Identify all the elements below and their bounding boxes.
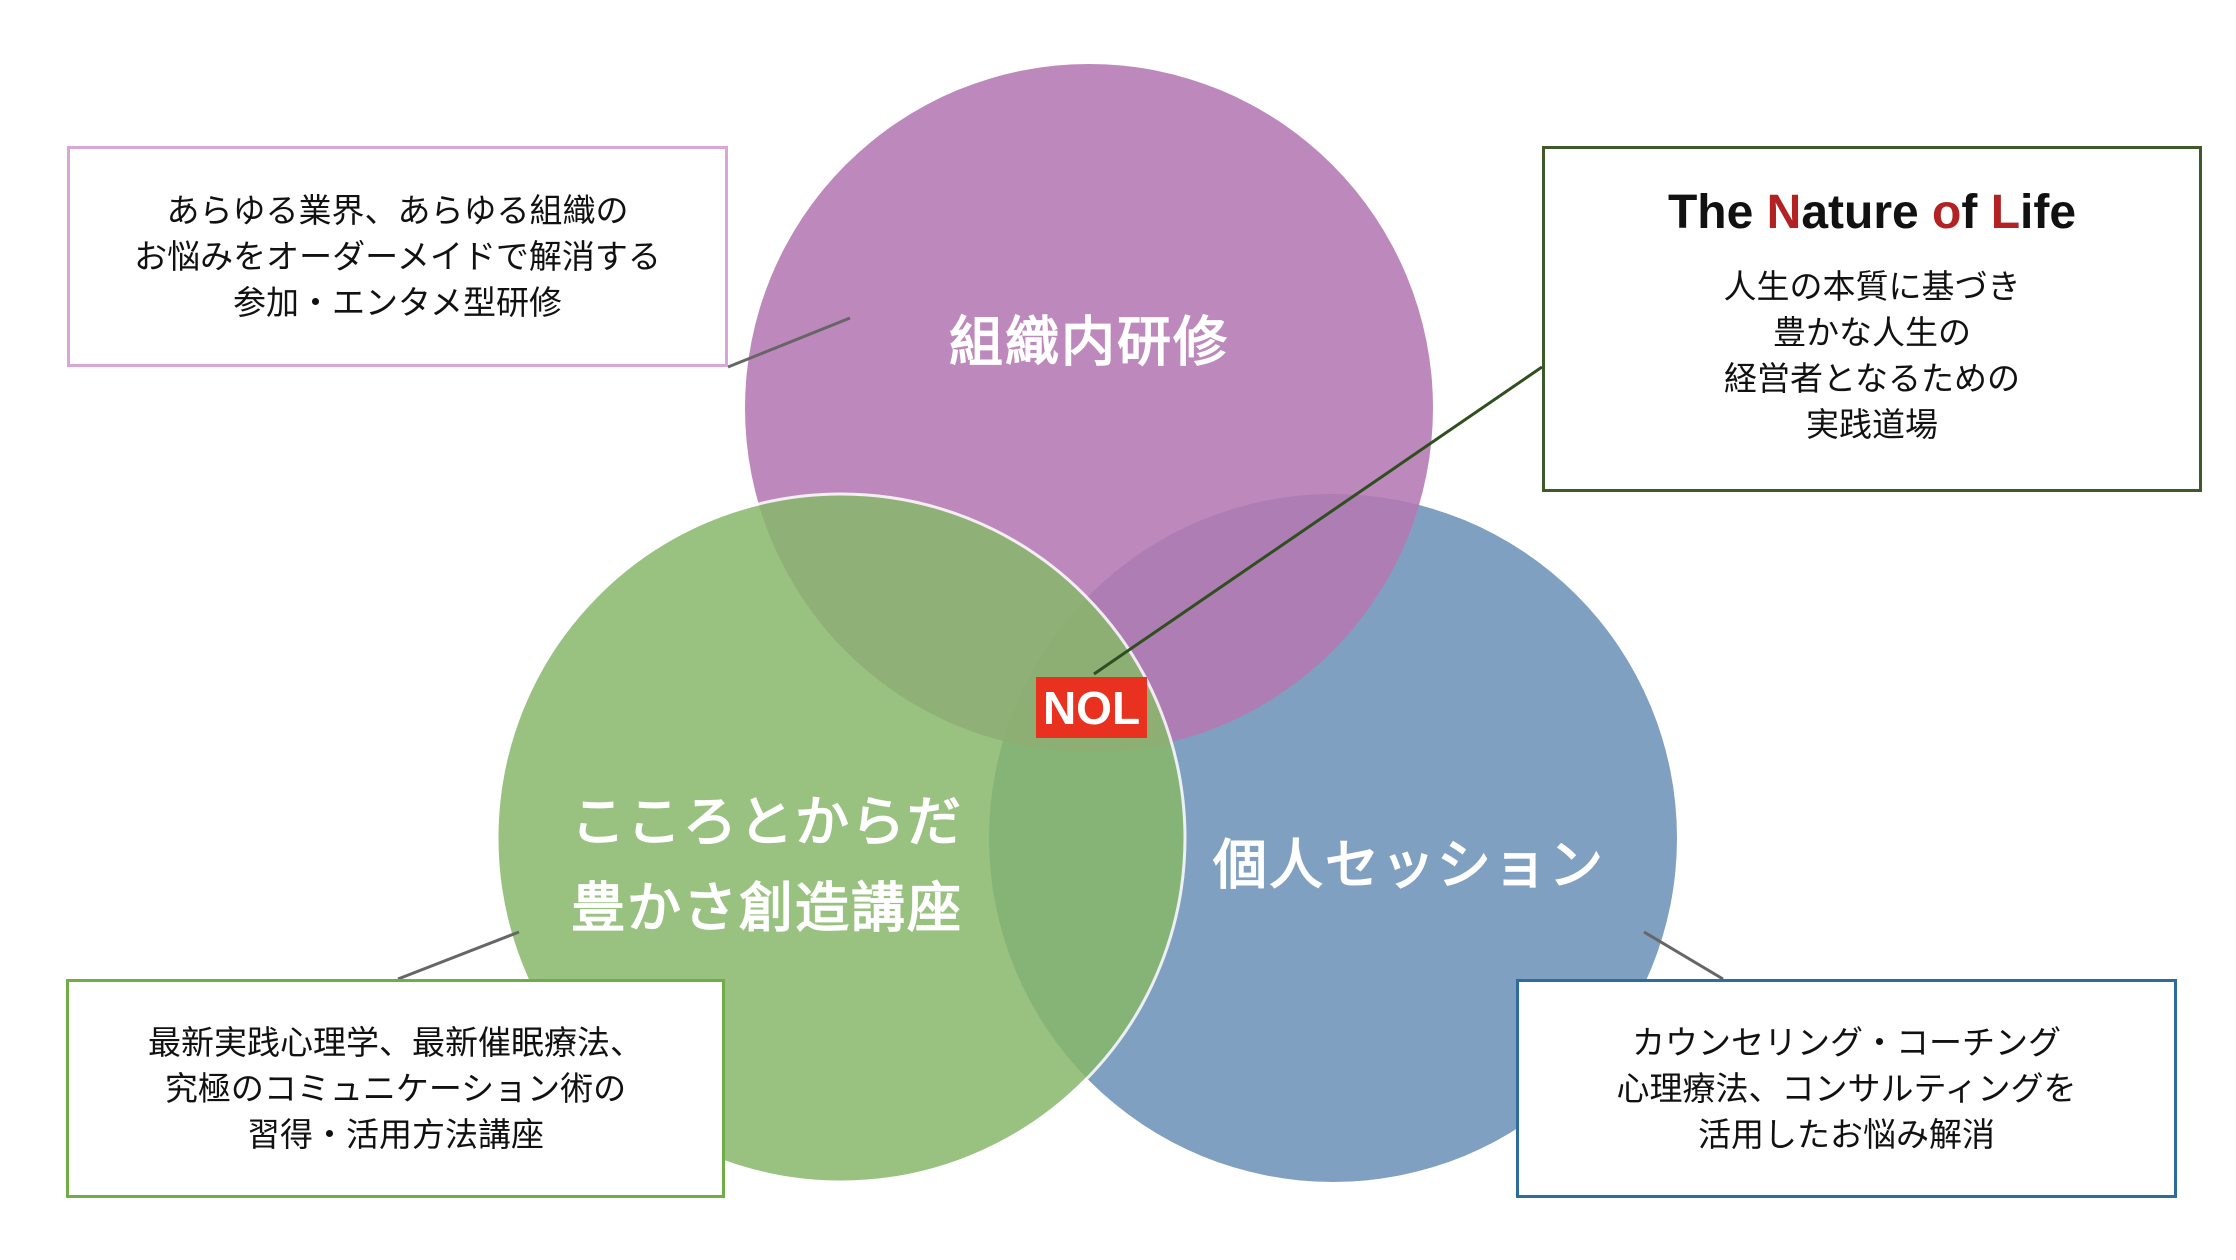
label-mind-body-line2: 豊かさ創造講座 [571,876,963,940]
description-line: カウンセリング・コーチング [1632,1022,2061,1062]
description-line: 経営者となるための [1723,359,2020,398]
label-individual-session: 個人セッション [1213,833,1605,897]
description-line: 実践道場 [1806,405,1938,444]
description-line: 活用したお悩み解消 [1698,1114,1995,1154]
description-line: 習得・活用方法講座 [247,1114,544,1154]
connector-nol [1093,365,1543,676]
connector-organization [727,316,851,369]
nol-title: The Nature of Life [1667,186,2077,239]
description-line: 豊かな人生の [1773,313,1971,352]
organization-description-box: あらゆる業界、あらゆる組織の お悩みをオーダーメイドで解消する 参加・エンタメ型… [67,146,728,367]
connector-mind-body [397,930,520,981]
nol-description-box: The Nature of Life 人生の本質に基づき 豊かな人生の 経営者と… [1542,146,2202,492]
description-line: 参加・エンタメ型研修 [232,282,562,322]
nol-badge: NOL [1036,677,1147,738]
label-mind-body-line1: こころとからだ [571,790,963,854]
description-line: 究極のコミュニケーション術の [164,1068,627,1108]
mind-body-description-box: 最新実践心理学、最新催眠療法、 究極のコミュニケーション術の 習得・活用方法講座 [66,979,725,1198]
label-organization-training: 組織内研修 [949,310,1229,374]
description-line: あらゆる業界、あらゆる組織の [166,190,629,230]
description-line: 心理療法、コンサルティングを [1616,1068,2077,1108]
description-line: お悩みをオーダーメイドで解消する [134,236,661,276]
connector-personal [1643,930,1724,981]
personal-description-box: カウンセリング・コーチング 心理療法、コンサルティングを 活用したお悩み解消 [1516,979,2177,1198]
description-line: 最新実践心理学、最新催眠療法、 [148,1022,643,1062]
description-line: 人生の本質に基づき [1723,267,2021,306]
